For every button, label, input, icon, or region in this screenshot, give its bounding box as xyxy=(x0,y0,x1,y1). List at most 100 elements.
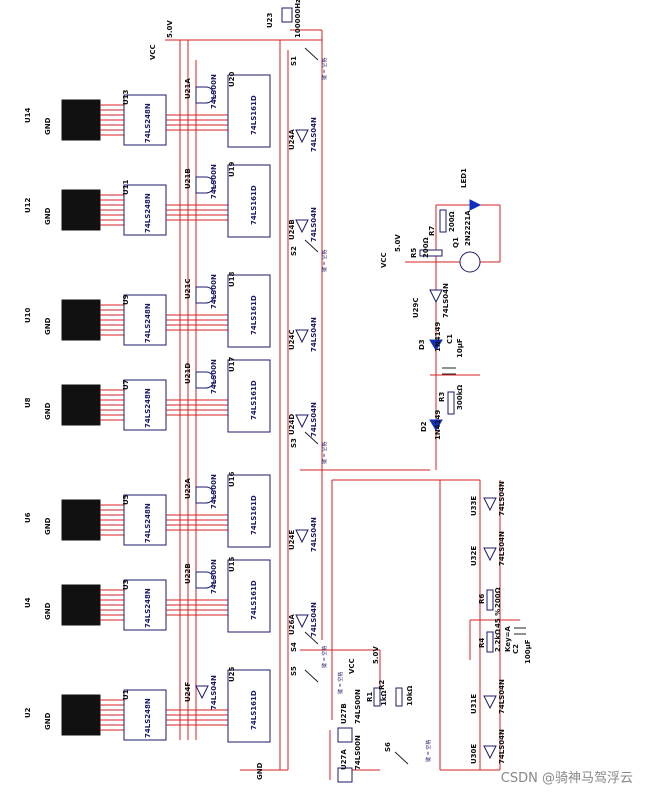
seven-seg-display xyxy=(61,584,101,626)
counter-ic xyxy=(227,559,271,633)
seven-seg-display xyxy=(61,384,101,426)
svg-text:74LS04N: 74LS04N xyxy=(442,283,450,318)
nand-gate xyxy=(195,286,215,304)
svg-text:VCC: VCC xyxy=(348,658,356,674)
resistor-r7 xyxy=(439,209,447,233)
svg-text:S5: S5 xyxy=(290,666,298,676)
inverter-gate xyxy=(295,529,309,544)
svg-text:键 = 空格: 键 = 空格 xyxy=(321,58,328,80)
transistor-q1 xyxy=(459,251,481,273)
nand-gate xyxy=(195,86,215,104)
svg-text:D3: D3 xyxy=(418,339,426,350)
svg-text:VCC: VCC xyxy=(149,44,157,60)
svg-text:10µF: 10µF xyxy=(456,338,464,358)
svg-text:74LS04N: 74LS04N xyxy=(498,531,506,566)
svg-text:C2: C2 xyxy=(512,644,520,654)
switch-s2[interactable]: S2 键 = 空格 xyxy=(290,239,328,272)
svg-text:200Ω: 200Ω xyxy=(494,587,502,608)
svg-text:74LS04N: 74LS04N xyxy=(498,679,506,714)
decoder-part: 74LS248N xyxy=(144,193,152,233)
nand-gate xyxy=(195,571,215,589)
svg-text:LED1: LED1 xyxy=(460,168,468,188)
counter-ref: U17 xyxy=(228,356,236,372)
inverter-part: 74LS04N xyxy=(310,317,318,352)
display-gnd-label: GND xyxy=(44,712,52,730)
decoder-ic xyxy=(123,94,167,146)
svg-text:Key=A: Key=A xyxy=(504,626,512,652)
inverter-part: 74LS04N xyxy=(310,207,318,242)
resistor-r6 xyxy=(486,589,494,611)
counter-ic xyxy=(227,164,271,238)
nand-ref: U21D xyxy=(184,363,192,384)
counter-part: 74LS161D xyxy=(250,580,258,620)
switch-s5[interactable]: S5 键 = 空格 xyxy=(290,666,344,694)
display-ref: U6 xyxy=(24,512,32,523)
bus-wires xyxy=(165,29,520,780)
switch-s3[interactable]: S3 键 = 空格 xyxy=(290,431,328,464)
decoder-part: 74LS248N xyxy=(144,388,152,428)
counter-part: 74LS161D xyxy=(250,95,258,135)
diode-d2-icon xyxy=(429,419,443,431)
svg-text:74LS04N: 74LS04N xyxy=(498,481,506,516)
inverter-u32e xyxy=(483,547,497,562)
inverter-ref: U24C xyxy=(288,329,296,350)
decoder-part: 74LS248N xyxy=(144,503,152,543)
svg-text:200Ω: 200Ω xyxy=(448,211,456,232)
svg-text:S3: S3 xyxy=(290,438,298,448)
svg-text:R2: R2 xyxy=(378,680,386,690)
svg-text:U29C: U29C xyxy=(412,297,420,318)
seven-seg-display xyxy=(61,694,101,736)
decoder-ref: U3 xyxy=(122,579,130,590)
nand-ref: U21B xyxy=(184,168,192,189)
switch-s1[interactable]: S1 键 = 空格 xyxy=(290,47,328,80)
inverter-u29c xyxy=(429,289,443,304)
svg-text:10kΩ: 10kΩ xyxy=(406,686,414,706)
display-gnd-label: GND xyxy=(44,317,52,335)
svg-text:1kΩ: 1kΩ xyxy=(380,690,388,706)
svg-text:D2: D2 xyxy=(420,421,428,432)
svg-text:2.2kΩ: 2.2kΩ xyxy=(494,629,502,652)
svg-text:45 %: 45 % xyxy=(494,609,502,628)
inverter-ref: U26A xyxy=(288,614,296,635)
svg-text:S4: S4 xyxy=(290,642,298,652)
svg-text:U32E: U32E xyxy=(470,546,478,566)
decoder-part: 74LS248N xyxy=(144,588,152,628)
decoder-ref: U11 xyxy=(122,179,130,195)
led1-icon xyxy=(469,199,482,211)
nand-u27b xyxy=(337,727,353,743)
svg-text:VCC: VCC xyxy=(380,252,388,268)
svg-text:S2: S2 xyxy=(290,246,298,256)
svg-text:键 = 空格: 键 = 空格 xyxy=(321,646,328,668)
decoder-part: 74LS248N xyxy=(144,303,152,343)
display-ref: U10 xyxy=(24,307,32,323)
nand-part: 74LS00N xyxy=(210,359,218,394)
switch-s4[interactable]: S4 键 = 空格 xyxy=(290,631,328,668)
vcc-symbol: VCC 5.0V xyxy=(149,20,174,60)
nand-ref: U21C xyxy=(184,278,192,299)
svg-text:300kΩ: 300kΩ xyxy=(456,385,464,410)
nand-gate xyxy=(195,371,215,389)
svg-text:R6: R6 xyxy=(478,594,486,604)
inverter-ref: U24B xyxy=(288,219,296,240)
svg-text:S6: S6 xyxy=(384,742,392,752)
inverter-gate xyxy=(295,129,309,144)
decoder-ref: U1 xyxy=(122,689,130,700)
display-ref: U4 xyxy=(24,597,32,608)
inverter-gate xyxy=(195,685,209,700)
counter-ref: U19 xyxy=(228,161,236,177)
svg-text:S1: S1 xyxy=(290,56,298,66)
nand-u27a xyxy=(337,767,353,783)
potentiometer-r4[interactable] xyxy=(486,631,494,653)
nand-ref: U22B xyxy=(184,563,192,584)
inverter-part: 74LS04N xyxy=(310,117,318,152)
seven-seg-display xyxy=(61,299,101,341)
counter-ref: U15 xyxy=(228,556,236,572)
svg-text:R1: R1 xyxy=(366,692,374,702)
inverter-u30e xyxy=(483,745,497,760)
decoder-part: 74LS248N xyxy=(144,698,152,738)
switch-s6[interactable]: S6 键 = 空格 xyxy=(384,740,432,765)
counter-part: 74LS161D xyxy=(250,380,258,420)
